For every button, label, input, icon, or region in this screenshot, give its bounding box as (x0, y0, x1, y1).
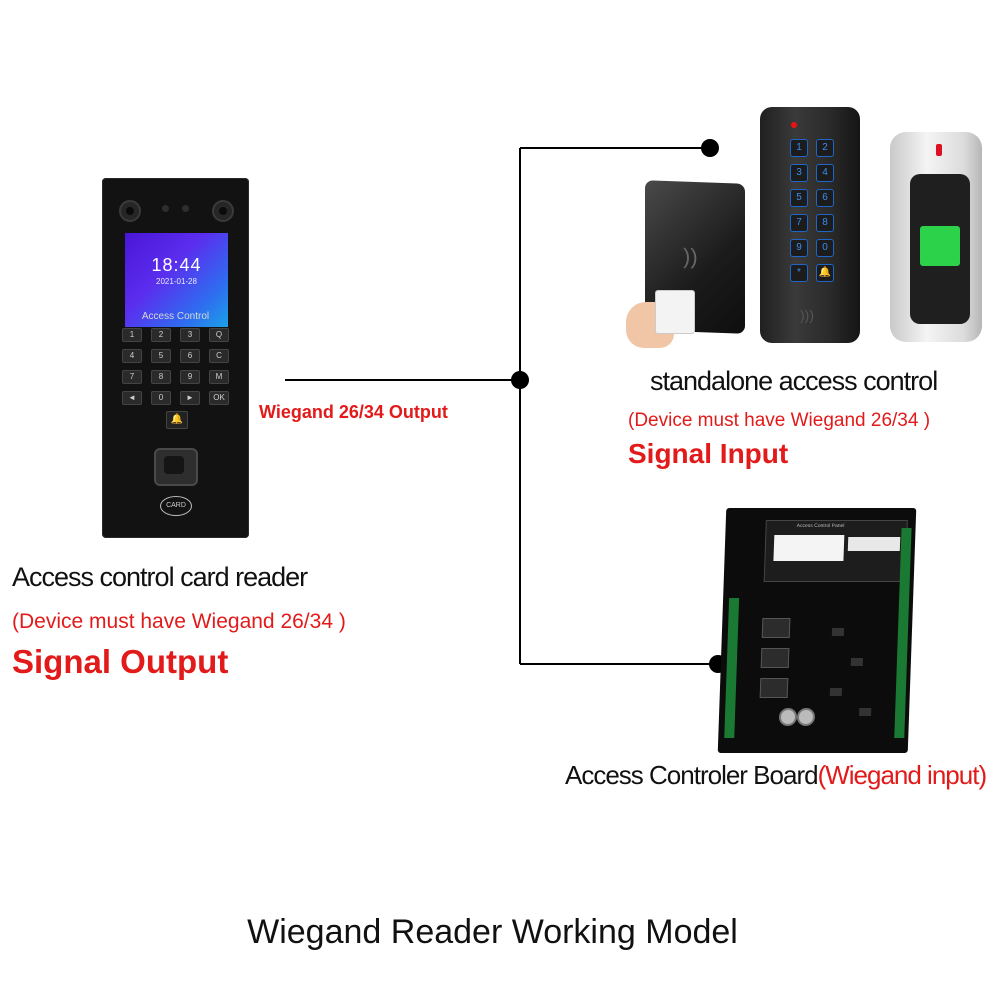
keypad-key: 9 (790, 239, 808, 257)
bell-icon: 🔔 (166, 411, 188, 429)
reader-key: 4 (122, 349, 142, 363)
standalone-note: (Device must have Wiegand 26/34 ) (628, 410, 931, 431)
keypad-key: * (790, 264, 808, 282)
reader-key: ► (180, 391, 200, 405)
status-led (936, 144, 942, 156)
board-title-line: Access Controler Board(Wiegand input) (565, 760, 988, 791)
camera-icon (212, 200, 234, 222)
nfc-icon: ))) (800, 307, 814, 323)
terminal-block (724, 598, 740, 738)
panel-title: Access Control Panel (796, 523, 845, 529)
ir-sensor (162, 205, 169, 212)
keypad-key: 6 (816, 189, 834, 207)
board-title: Access Controler Board (565, 760, 819, 790)
capacitor (796, 708, 816, 726)
reader-key: Q (209, 328, 229, 342)
chip (850, 658, 864, 666)
diagram-title: Wiegand Reader Working Model (247, 913, 738, 951)
keypad-key: 5 (790, 189, 808, 207)
screen-title: Access Control (141, 311, 210, 322)
reader-key: 7 (122, 370, 142, 384)
chip (859, 708, 872, 716)
model-sticker (773, 535, 845, 561)
fingerprint-housing (910, 174, 970, 324)
fingerprint-icon (154, 448, 198, 486)
keypad-key: 3 (790, 164, 808, 182)
keypad-key: 1 (790, 139, 808, 157)
junction-dot (511, 371, 529, 389)
fingerprint-icon (920, 226, 960, 266)
certification-sticker (847, 537, 901, 551)
reader-key: 5 (151, 349, 171, 363)
relay (760, 648, 790, 668)
keypad-key: 7 (790, 214, 808, 232)
standalone-title: standalone access control (650, 366, 938, 396)
keypad-key: 2 (816, 139, 834, 157)
screen-date: 2021-01-28 (156, 277, 197, 286)
reader-key: M (209, 370, 229, 384)
card-label: CARD (160, 496, 192, 516)
chip (829, 688, 842, 696)
standalone-signal: Signal Input (628, 438, 789, 469)
reader-key: 8 (151, 370, 171, 384)
screen-time: 18:44 (151, 255, 202, 275)
keypad-key: 🔔 (816, 264, 834, 282)
reader-key: 0 (151, 391, 171, 405)
ir-sensor (182, 205, 189, 212)
reader-key: C (209, 349, 229, 363)
reader-key: 2 (151, 328, 171, 342)
nfc-icon: )) (683, 243, 698, 270)
reader-screen: 18:44 2021-01-28 (125, 233, 228, 327)
board-panel: Access Control Panel (763, 520, 908, 582)
reader-key: 3 (180, 328, 200, 342)
standalone-dot (701, 139, 719, 157)
signal-label: Wiegand 26/34 Output (259, 402, 448, 422)
chip (831, 628, 845, 636)
reader-key: 6 (180, 349, 200, 363)
reader-key: 1 (122, 328, 142, 342)
reader-signal: Signal Output (12, 643, 229, 680)
controller-board-image: Access Control Panel (717, 508, 917, 753)
keypad-key: 0 (816, 239, 834, 257)
board-title-suffix: (Wiegand input) (817, 760, 988, 790)
relay (759, 678, 789, 698)
keypad-key: 8 (816, 214, 834, 232)
camera-icon (119, 200, 141, 222)
reader-key: ◄ (122, 391, 142, 405)
capacitor (778, 708, 798, 726)
reader-key: OK (209, 391, 229, 405)
fingerprint-reader-image (890, 132, 982, 342)
relay (761, 618, 791, 638)
keypad-key: 4 (816, 164, 834, 182)
tag-card-image (655, 290, 695, 334)
reader-key: 9 (180, 370, 200, 384)
reader-note: (Device must have Wiegand 26/34 ) (12, 610, 346, 633)
reader-title: Access control card reader (12, 562, 308, 592)
status-led (791, 122, 797, 128)
